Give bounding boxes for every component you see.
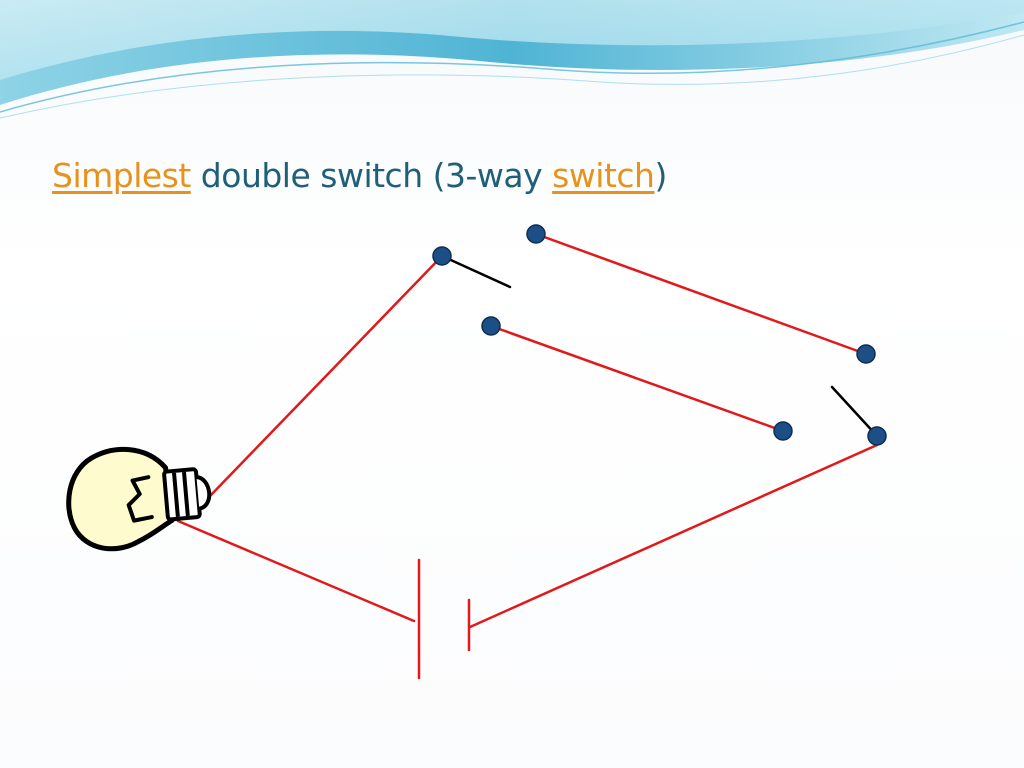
wire-bulb-to-switch1 <box>208 254 444 498</box>
wire-bulb-to-battery <box>176 519 416 623</box>
lightbulb-icon <box>66 446 212 552</box>
switch1-lower-terminal[interactable] <box>481 316 501 336</box>
switch2-lever[interactable] <box>830 385 879 438</box>
wire-traveler-bottom <box>489 324 785 433</box>
header-wave-decoration <box>0 0 1024 119</box>
title-text-middle: double switch (3-way <box>190 156 553 195</box>
switch1-common-terminal[interactable] <box>432 246 452 266</box>
switch1-upper-terminal[interactable] <box>526 224 546 244</box>
switch2-common-terminal[interactable] <box>867 426 887 446</box>
title-text-end: ) <box>654 156 667 195</box>
switch2-lower-terminal[interactable] <box>773 421 793 441</box>
wire-switch2-to-battery <box>468 443 879 629</box>
switch1-lever[interactable] <box>440 254 512 289</box>
slide-title: Simplest double switch (3-way switch) <box>52 156 667 195</box>
switch2-upper-terminal[interactable] <box>856 344 876 364</box>
title-link-simplest[interactable]: Simplest <box>52 156 191 195</box>
battery-symbol <box>417 558 471 680</box>
title-link-switch[interactable]: switch <box>552 156 655 195</box>
wire-traveler-top <box>534 232 868 356</box>
